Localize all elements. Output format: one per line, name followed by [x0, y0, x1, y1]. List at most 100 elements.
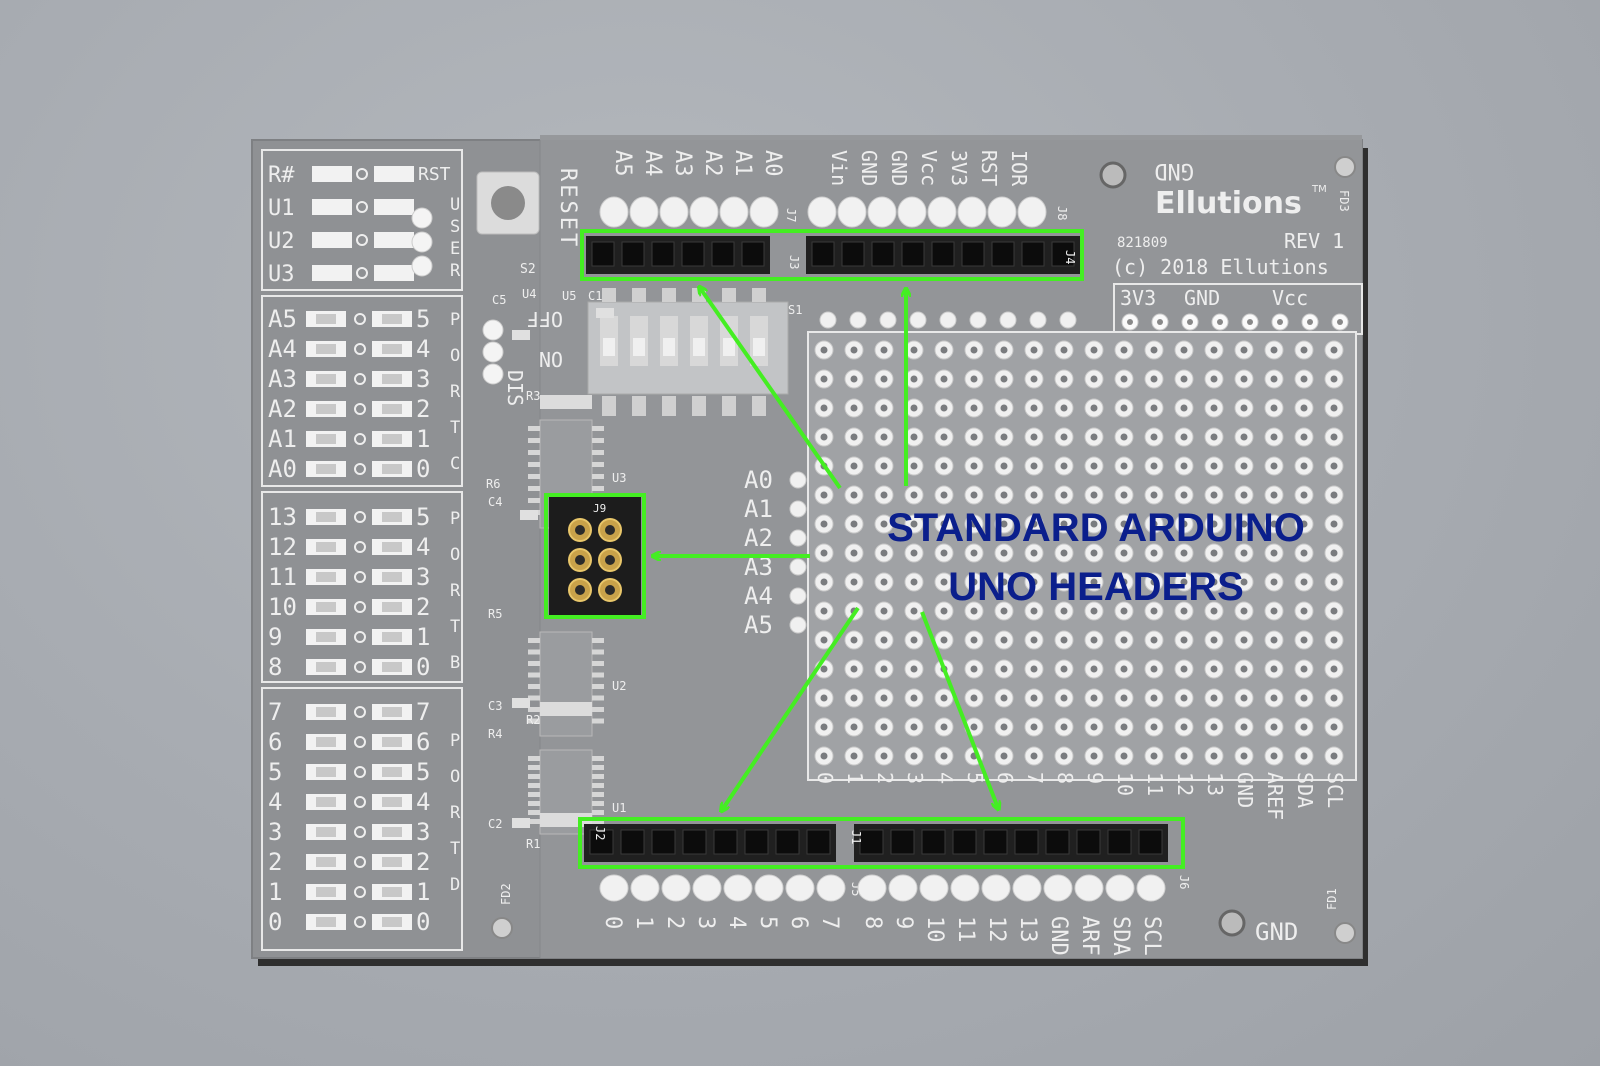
- port-d-right-label: 3: [416, 818, 430, 846]
- proto-hole-center: [1000, 549, 1008, 557]
- proto-hole-center: [1060, 665, 1068, 673]
- proto-hole-center: [1060, 723, 1068, 731]
- proto-hole-center: [1180, 375, 1188, 383]
- proto-hole-center: [1240, 375, 1248, 383]
- arrow-to-j3: [700, 288, 842, 490]
- proto-hole-center: [1180, 694, 1188, 702]
- proto-hole-center: [970, 520, 978, 528]
- bottom-pin-label: 1: [631, 916, 656, 929]
- ic-pin: [592, 792, 604, 797]
- proto-hole-center: [940, 752, 948, 760]
- male-pin: [807, 196, 837, 228]
- port-c-right-label: 4: [416, 335, 430, 363]
- proto-hole-center: [1300, 723, 1308, 731]
- component-label: C4: [488, 495, 502, 509]
- proto-hole-center: [850, 491, 858, 499]
- dip-leg: [602, 288, 616, 302]
- proto-hole-center: [1060, 520, 1068, 528]
- proto-hole-center: [850, 433, 858, 441]
- led: [316, 374, 336, 384]
- proto-hole-center: [1330, 520, 1338, 528]
- male-pin: [950, 874, 980, 902]
- port-d-left-label: 5: [268, 758, 282, 786]
- j3-header-housing: [586, 236, 770, 274]
- proto-hole-center: [940, 607, 948, 615]
- proto-hole-center: [1270, 752, 1278, 760]
- proto-hole-center: [1180, 491, 1188, 499]
- ic-pin: [528, 792, 540, 797]
- j7-label: J7: [784, 208, 798, 222]
- proto-hole-center: [970, 607, 978, 615]
- proto-hole-center: [850, 549, 858, 557]
- proto-hole-center: [1090, 694, 1098, 702]
- j4-header-socket: [1051, 241, 1075, 267]
- proto-hole-center: [1330, 636, 1338, 644]
- j2-header-socket: [589, 829, 614, 855]
- proto-hole-center: [820, 578, 828, 586]
- proto-hole-center: [1090, 723, 1098, 731]
- j2-label: J2: [593, 826, 607, 840]
- top-analog-label: A5: [610, 150, 635, 177]
- proto-hole-center: [940, 375, 948, 383]
- top-power-label: 3V3: [947, 150, 971, 186]
- proto-hole-center: [880, 404, 888, 412]
- proto-hole-center: [1210, 375, 1218, 383]
- ic-pin: [528, 707, 540, 712]
- proto-hole-center: [820, 723, 828, 731]
- proto-hole-center: [940, 723, 948, 731]
- gnd-label-bottom: GND: [1255, 918, 1298, 946]
- proto-hole: [819, 311, 837, 329]
- ic-pin: [528, 774, 540, 779]
- proto-hole-center: [910, 346, 918, 354]
- proto-hole: [969, 311, 987, 329]
- proto-hole-center: [1120, 491, 1128, 499]
- port-d-letter: P: [450, 731, 460, 751]
- j4-header-socket: [961, 241, 985, 267]
- gnd-label-top: GND: [1154, 158, 1194, 183]
- top-analog-label: A1: [730, 150, 755, 177]
- ic-pin: [528, 474, 540, 479]
- proto-hole-center: [880, 723, 888, 731]
- port-c-left-label: A3: [268, 365, 297, 393]
- dip-toggle: [723, 338, 735, 356]
- brand-logo: Ellutions: [1155, 186, 1302, 221]
- proto-hole-center: [910, 723, 918, 731]
- ic-pin: [592, 810, 604, 815]
- proto-hole-center: [850, 462, 858, 470]
- dip-leg: [662, 396, 676, 416]
- proto-hole-center: [1000, 462, 1008, 470]
- proto-hole-center: [1060, 404, 1068, 412]
- resistor: [382, 827, 402, 837]
- component-label: C5: [492, 293, 506, 307]
- led-pad: [312, 199, 352, 215]
- top-power-label: GND: [857, 150, 881, 186]
- proto-hole-center: [1180, 462, 1188, 470]
- resistor-network: [540, 702, 592, 716]
- proto-hole-center: [1030, 520, 1038, 528]
- proto-hole-center: [910, 433, 918, 441]
- ic-pin: [592, 474, 604, 479]
- user-letter: U: [450, 195, 460, 215]
- dip-leg: [752, 396, 766, 416]
- resistor: [382, 314, 402, 324]
- ic-pin: [528, 695, 540, 701]
- resistor: [382, 707, 402, 717]
- proto-hole-center: [1090, 520, 1098, 528]
- proto-hole-center: [1030, 346, 1038, 354]
- port-b-right-label: 3: [416, 563, 430, 591]
- port-d-letter: R: [450, 803, 461, 823]
- proto-hole-center: [1300, 549, 1308, 557]
- proto-hole-center: [1060, 607, 1068, 615]
- proto-hole-center: [1300, 375, 1308, 383]
- bottom-pin-label: 4: [724, 916, 749, 929]
- male-pin: [754, 874, 784, 902]
- proto-pin-label: 10: [1113, 772, 1137, 796]
- resistor: [382, 797, 402, 807]
- proto-hole-center: [1000, 491, 1008, 499]
- resistor-pad: [374, 166, 414, 182]
- proto-hole-center: [1150, 520, 1158, 528]
- ic-pin: [592, 819, 604, 824]
- top-power-label: Vin: [827, 150, 851, 186]
- proto-hole-center: [820, 404, 828, 412]
